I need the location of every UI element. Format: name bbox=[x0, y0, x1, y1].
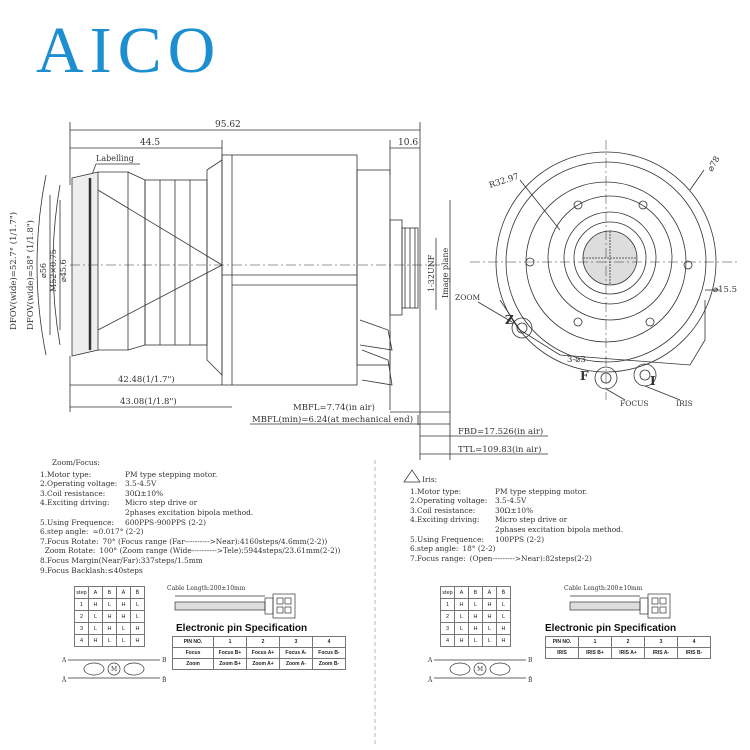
zoom-focus-items: 1.Motor type:PM type stepping motor. 2.O… bbox=[40, 470, 340, 576]
spec-item: 1.Motor type:PM type stepping motor. bbox=[40, 469, 218, 479]
dim-front-length: 44.5 bbox=[140, 138, 160, 148]
spec-item: 6.step angle:18° (2-2) bbox=[410, 544, 496, 554]
label-letter-f: F bbox=[580, 369, 589, 383]
spec-item: 1.Motor type:PM type stepping motor. bbox=[410, 486, 588, 496]
dim-thread-m52: M52×0.75 bbox=[49, 249, 58, 292]
spec-item: 6.step angle:≈0.017° (2-2) bbox=[40, 527, 144, 537]
coil-label-b: B bbox=[162, 657, 167, 664]
zoom-focus-coil-diagram: A Ā B B̄ M bbox=[61, 657, 167, 684]
zoom-focus-cable-icon bbox=[174, 593, 296, 619]
lens-front-view: R32.97 ⌀78 ⌀15.5 3-⌀3 ZOOM Z F I FOCUS I… bbox=[455, 140, 740, 408]
spec-item: 3.Coil resistance:30Ω±10% bbox=[40, 488, 164, 498]
spec-item: Zoom Rotate:100° (Zoom range (Wide------… bbox=[40, 546, 341, 556]
coil-label-a: A bbox=[61, 657, 67, 664]
dim-dfov-17: DFOV(wide)=52.7° (1/1.7") bbox=[8, 212, 19, 330]
top-dimensions: 95.62 44.5 10.6 Labelling bbox=[69, 120, 421, 460]
dim-mbfl-min: MBFL(min)=6.24(at mechanical end) bbox=[252, 414, 413, 425]
mount-dimensions: 1-32UNF Image plane bbox=[427, 200, 451, 460]
spec-item: 2.Operating voltage:3.5-4.5V bbox=[410, 496, 527, 506]
left-dimensions: DFOV(wide)=52.7° (1/1.7") DFOV(wide)=58°… bbox=[8, 174, 68, 356]
iris-title: Iris: bbox=[422, 475, 438, 484]
label-letter-i: I bbox=[650, 374, 656, 388]
iris-items: 1.Motor type:PM type stepping motor. 2.O… bbox=[410, 487, 623, 564]
dim-length-18: 43.08(1/1.8") bbox=[120, 396, 177, 407]
spec-item: 7.Focus range:(Open--------->Near):82ste… bbox=[410, 553, 592, 563]
dim-dfov-18: DFOV(wide)=58° (1/1.8") bbox=[25, 220, 36, 330]
spec-item: 5.Using Frequence:600PPS-900PPS (2-2) bbox=[40, 517, 207, 527]
zoom-focus-title: Zoom/Focus: bbox=[52, 458, 100, 467]
bottom-dimensions: 42.48(1/1.7") 43.08(1/1.8") MBFL=7.74(in… bbox=[69, 330, 548, 455]
spec-item: 2phases excitation bipola method. bbox=[125, 507, 254, 517]
dim-radius: R32.97 bbox=[488, 172, 520, 191]
dim-rear-length: 10.6 bbox=[398, 138, 418, 148]
label-image-plane: Image plane bbox=[441, 247, 450, 298]
lens-side-profile bbox=[70, 154, 440, 386]
spec-item: 9.Focus Backlash:≤40steps bbox=[40, 565, 143, 575]
zoom-focus-spec: Zoom/Focus: 1.Motor type:PM type steppin… bbox=[40, 458, 340, 575]
coil-label-a: A bbox=[427, 657, 433, 664]
iris-cable-icon bbox=[569, 593, 671, 619]
iris-spec: Iris: 1.Motor type:PM type stepping moto… bbox=[410, 475, 623, 563]
spec-item: 7.Focus Rotate:70° (Focus range (Far----… bbox=[40, 536, 328, 546]
lens-drawing: 95.62 44.5 10.6 Labelling bbox=[8, 120, 740, 460]
dim-fbd: FBD=17.526(in air) bbox=[458, 426, 543, 437]
coil-label-m: M bbox=[477, 666, 483, 673]
spec-item: 5.Using Frequence:100PPS (2-2) bbox=[410, 534, 545, 544]
dim-dia-56: ⌀56 bbox=[39, 263, 48, 278]
zoom-focus-cable-length: Cable Length:200±10mm bbox=[167, 585, 246, 592]
coil-label-a-bar: Ā bbox=[61, 677, 67, 684]
spec-item: 4.Exciting driving:Micro step drive or bbox=[410, 515, 568, 525]
iris-cable-length: Cable Length:200±10mm bbox=[564, 585, 643, 592]
coil-label-b-bar: B̄ bbox=[528, 677, 533, 684]
coil-label-a-bar: Ā bbox=[427, 677, 433, 684]
iris-pin-title: Electronic pin Specification bbox=[545, 623, 677, 634]
section-divider bbox=[374, 460, 421, 745]
coil-label-b: B bbox=[528, 657, 533, 664]
dim-total-length: 95.62 bbox=[215, 120, 241, 130]
dim-dia-78: ⌀78 bbox=[706, 155, 723, 174]
dim-dia-15-5: ⌀15.5 bbox=[713, 285, 737, 295]
spec-item: 3.Coil resistance:30Ω±10% bbox=[410, 505, 534, 515]
spec-item: 4.Exciting driving:Micro step drive or bbox=[40, 498, 198, 508]
dim-mbfl: MBFL=7.74(in air) bbox=[293, 402, 375, 413]
spec-item: 2.Operating voltage:3.5-4.5V bbox=[40, 479, 157, 489]
dim-mount-thread: 1-32UNF bbox=[427, 254, 436, 292]
label-labelling: Labelling bbox=[96, 154, 134, 163]
label-iris: IRIS bbox=[676, 399, 693, 408]
label-letter-z: Z bbox=[505, 313, 514, 327]
dim-ttl: TTL=109.83(in air) bbox=[458, 444, 541, 455]
spec-item: 8.Focus Margin(Near/Far):337steps/1.5mm bbox=[40, 555, 203, 565]
spec-item: 2phases excitation bipola method. bbox=[495, 524, 624, 534]
coil-label-m: M bbox=[111, 666, 117, 673]
zoom-focus-pin-title: Electronic pin Specification bbox=[176, 623, 308, 634]
brand-logo: AICO bbox=[36, 14, 222, 87]
dim-dia-45-6: ⌀45.6 bbox=[59, 259, 68, 282]
coil-label-b-bar: B̄ bbox=[162, 677, 167, 684]
dim-length-17: 42.48(1/1.7") bbox=[118, 374, 175, 385]
label-focus: FOCUS bbox=[620, 399, 649, 408]
iris-coil-diagram: A Ā B B̄ M bbox=[427, 657, 533, 684]
label-zoom: ZOOM bbox=[455, 293, 481, 302]
dim-holes: 3-⌀3 bbox=[567, 355, 586, 365]
